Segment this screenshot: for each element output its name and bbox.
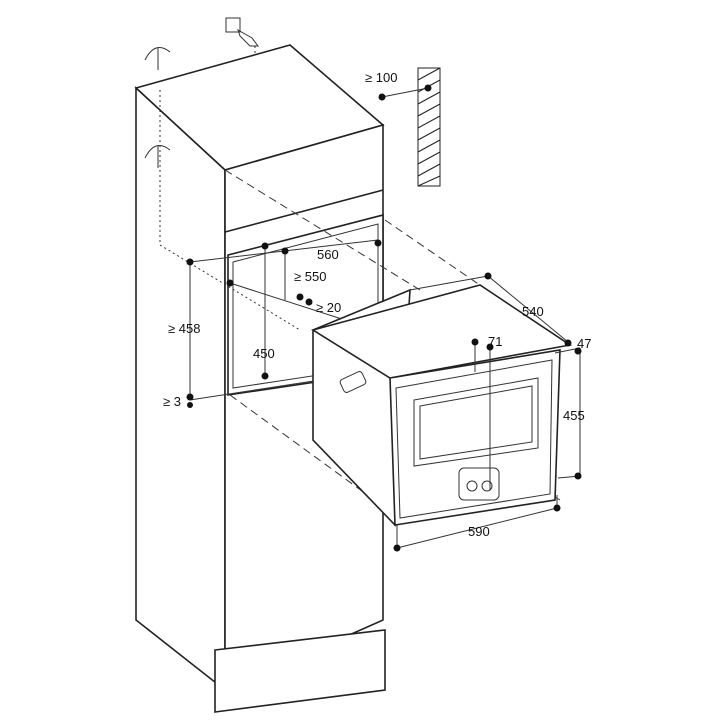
label-bottom-gap: ≥ 3: [163, 394, 181, 409]
label-front-depth: 47: [577, 336, 591, 351]
label-wall-clearance: ≥ 100: [365, 70, 397, 85]
appliance-dimensions: [393, 272, 582, 552]
label-appliance-height: 455: [563, 408, 585, 423]
label-appliance-depth: 540: [522, 304, 544, 319]
label-niche-depth: ≥ 550: [294, 269, 326, 284]
label-niche-height: ≥ 458: [168, 321, 200, 336]
oven-appliance: [311, 284, 573, 527]
label-niche-width: 560: [317, 247, 339, 262]
label-appliance-width: 590: [468, 524, 490, 539]
label-back-gap: ≥ 20: [316, 300, 341, 315]
label-control-offset: 71: [488, 334, 502, 349]
label-inner-height: 450: [253, 346, 275, 361]
wall-hatch: [378, 67, 441, 187]
